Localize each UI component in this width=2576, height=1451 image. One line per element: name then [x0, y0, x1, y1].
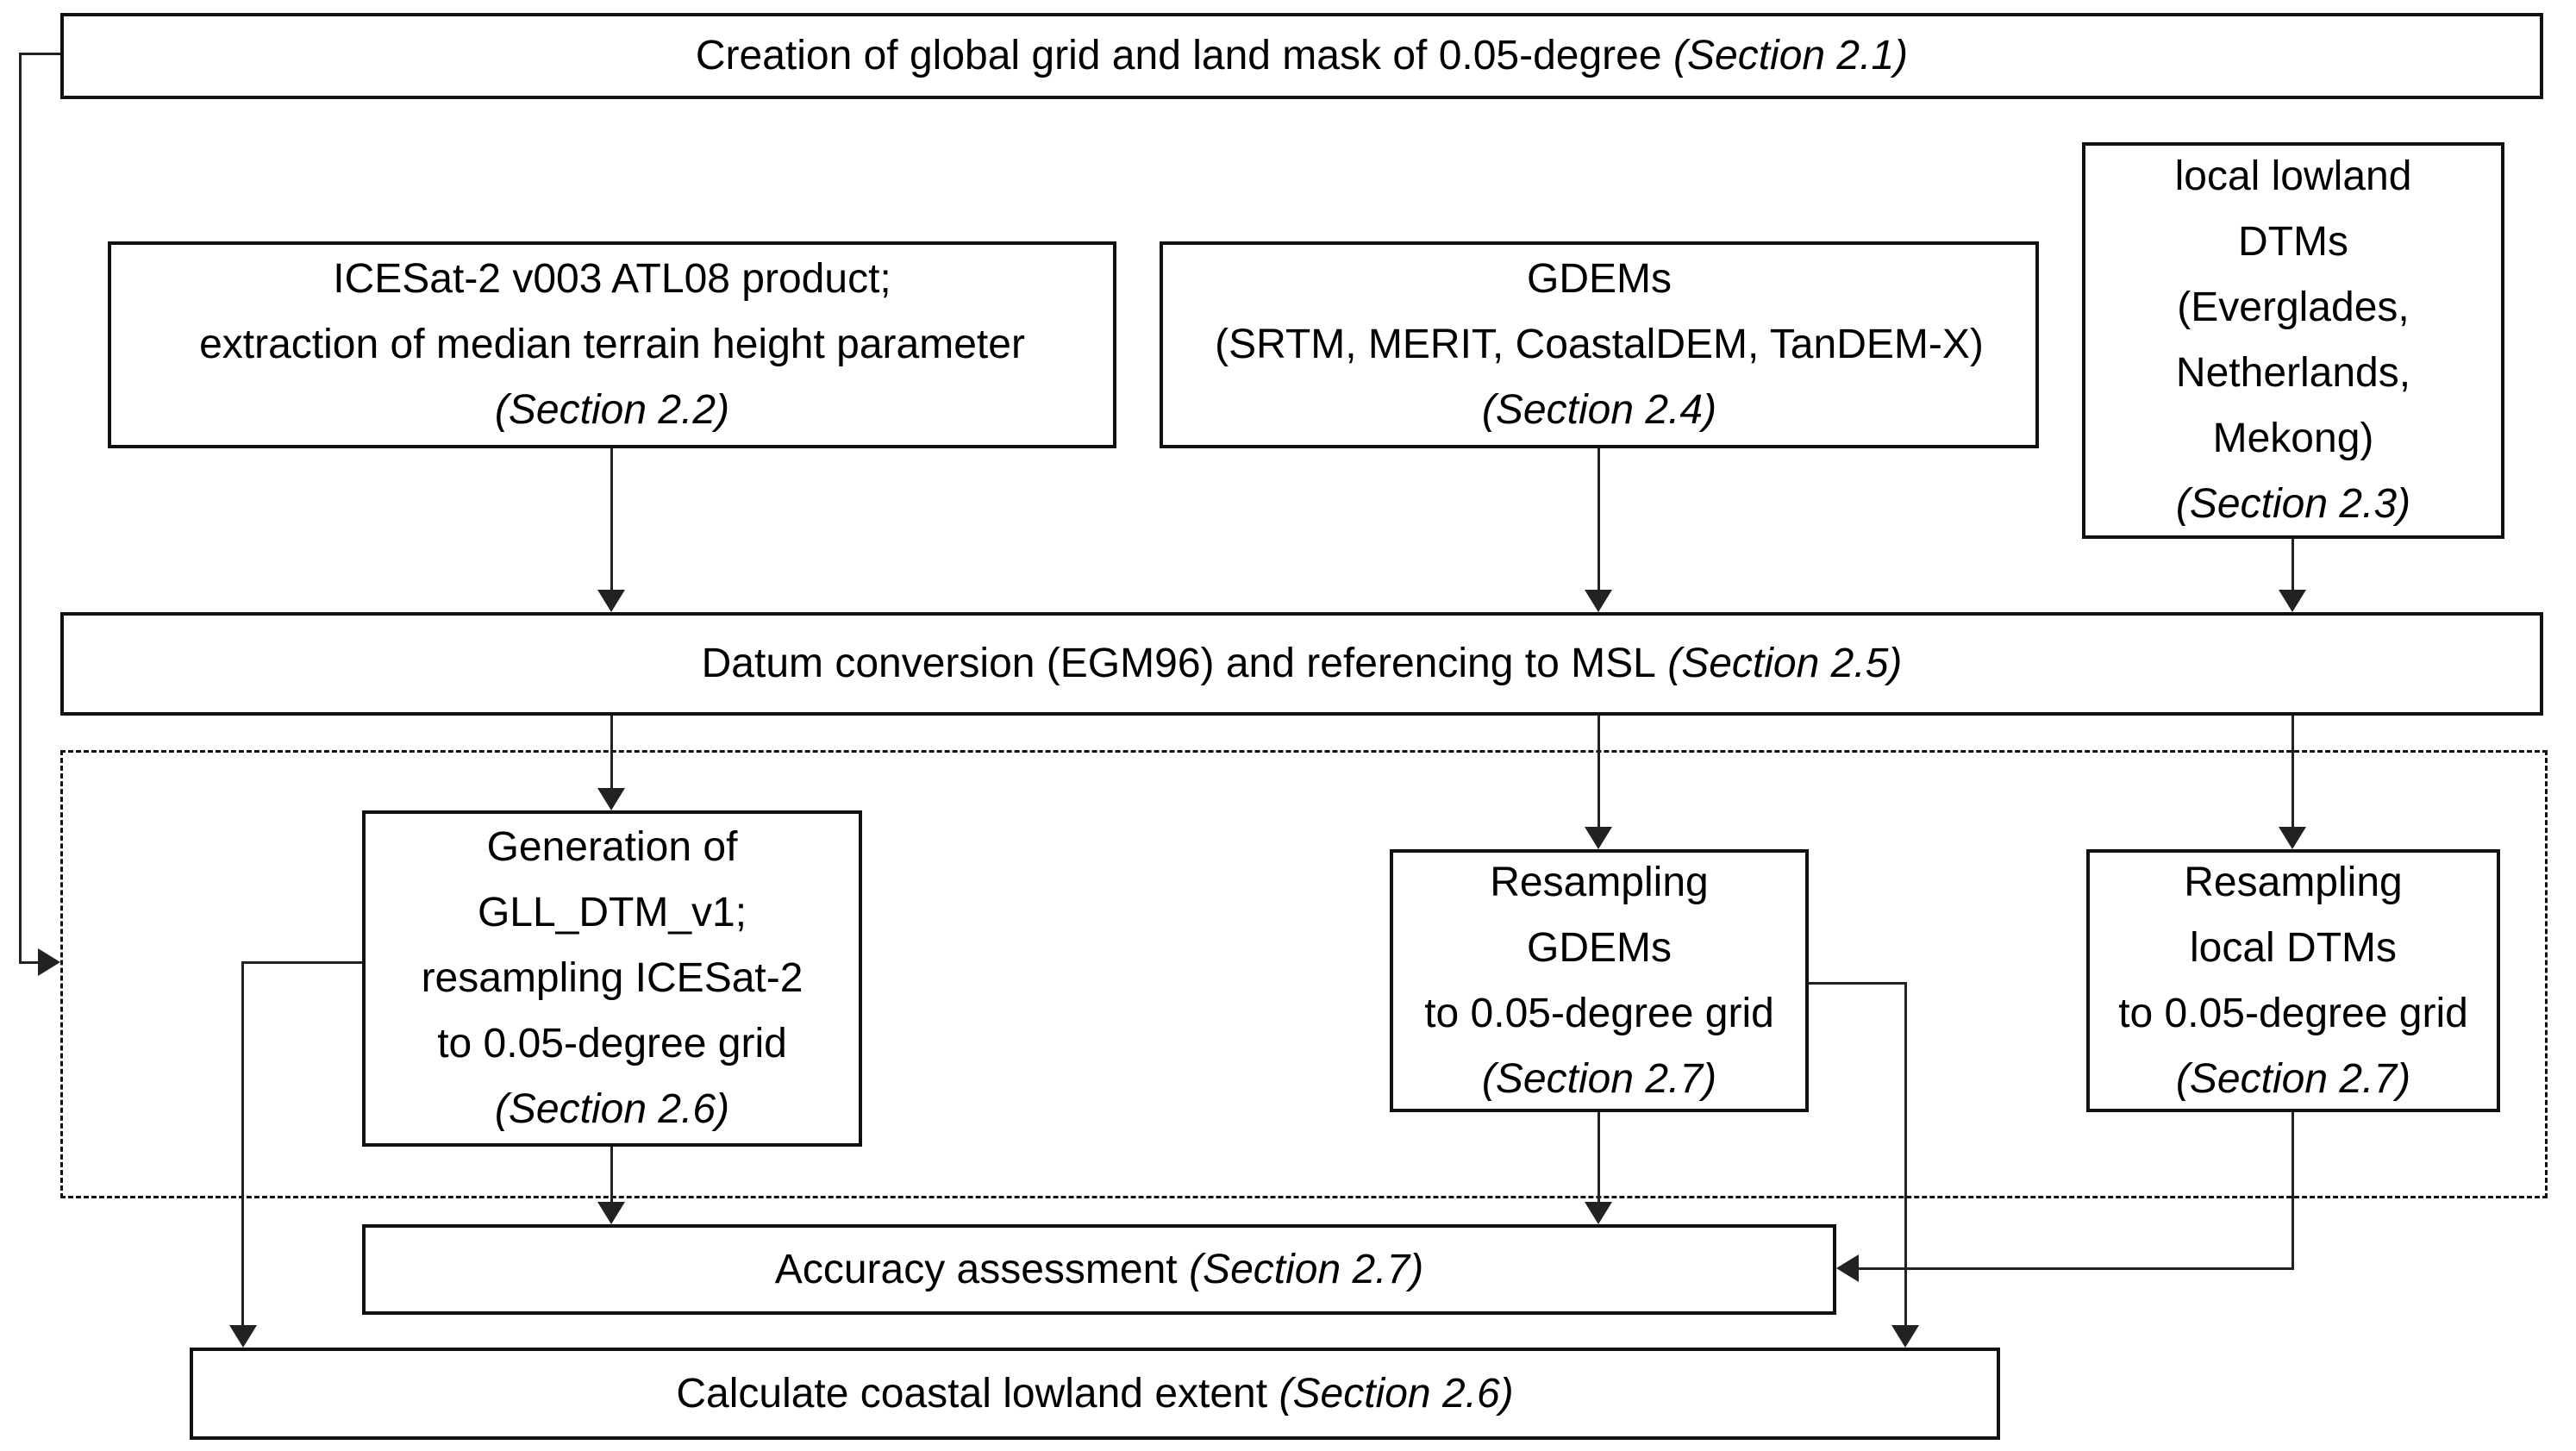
arrowhead-datum-to-generation — [597, 788, 625, 810]
box-text: Calculate coastal lowland extent(Section… — [676, 1361, 1513, 1427]
arrowhead-icesat-to-datum — [597, 590, 625, 612]
box-text-line: (Everglades, — [2177, 285, 2410, 330]
section-ref: (Section 2.4) — [1481, 387, 1717, 433]
connector-icesat-to-datum — [610, 448, 613, 590]
box-text-line: Generation of — [486, 824, 738, 870]
box-resampling-local-dtms: Resampling local DTMs to 0.05-degree gri… — [2086, 849, 2500, 1112]
connector-feedback-left-vertical — [19, 53, 22, 964]
arrowhead-resampling-local-to-accuracy — [1836, 1254, 1859, 1282]
connector-generation-to-accuracy — [610, 1147, 613, 1202]
box-text-line: to 0.05-degree grid — [1424, 990, 1774, 1036]
connector-generation-left-stub — [241, 961, 362, 964]
box-text-line: Netherlands, — [2175, 350, 2411, 396]
connector-resampling-gdems-to-accuracy — [1597, 1112, 1600, 1202]
box-text-line: resampling ICESat-2 — [421, 955, 803, 1001]
box-local-lowland-dtms: local lowland DTMs (Everglades, Netherla… — [2082, 142, 2504, 539]
section-ref: (Section 2.6) — [494, 1086, 730, 1132]
arrowhead-resampling-gdems-to-calculate — [1891, 1325, 1919, 1348]
box-creation-global-grid: Creation of global grid and land mask of… — [60, 13, 2543, 99]
connector-resampling-gdems-right-stub — [1809, 982, 1907, 985]
box-icesat-product: ICESat-2 v003 ATL08 product; extraction … — [108, 241, 1116, 448]
box-gdems: GDEMs (SRTM, MERIT, CoastalDEM, TanDEM-X… — [1160, 241, 2039, 448]
box-text-line: extraction of median terrain height para… — [199, 322, 1025, 367]
connector-resampling-gdems-to-calculate — [1904, 982, 1907, 1325]
box-text-line: DTMs — [2238, 219, 2348, 265]
box-text: Creation of global grid and land mask of… — [696, 23, 1908, 89]
arrowhead-gdems-to-datum — [1585, 590, 1612, 612]
box-text-line: local DTMs — [2189, 924, 2398, 971]
box-text: Accuracy assessment(Section 2.7) — [775, 1237, 1423, 1303]
arrowhead-datum-to-resampling-gdems — [1585, 827, 1612, 849]
connector-feedback-bottom-stub — [19, 961, 40, 964]
box-accuracy-assessment: Accuracy assessment(Section 2.7) — [362, 1224, 1836, 1315]
box-text: Datum conversion (EGM96) and referencing… — [702, 631, 1903, 697]
box-text-line: GDEMs — [1527, 256, 1672, 302]
box-resampling-gdems: Resampling GDEMs to 0.05-degree grid (Se… — [1390, 849, 1809, 1112]
section-ref: (Section 2.5) — [1667, 641, 1903, 686]
connector-datum-to-resampling-gdems — [1597, 716, 1600, 827]
box-text-main: Accuracy assessment — [774, 1246, 1178, 1292]
arrowhead-datum-to-resampling-local — [2279, 827, 2306, 849]
box-text-line: Resampling — [2184, 859, 2403, 905]
connector-generation-to-calculate — [241, 961, 244, 1325]
box-text-line: GDEMs — [1527, 924, 1672, 971]
section-ref: (Section 2.1) — [1673, 33, 1909, 78]
box-text-line: to 0.05-degree grid — [2118, 990, 2468, 1036]
section-ref: (Section 2.7) — [2175, 1055, 2411, 1102]
box-datum-conversion: Datum conversion (EGM96) and referencing… — [60, 612, 2543, 716]
section-ref: (Section 2.6) — [1279, 1370, 1514, 1417]
box-text-line: Resampling — [1490, 859, 1709, 905]
box-calculate-lowland-extent: Calculate coastal lowland extent(Section… — [190, 1348, 2000, 1440]
box-text-line: Mekong) — [2212, 416, 2374, 461]
arrowhead-localdtms-to-datum — [2279, 590, 2306, 612]
connector-datum-to-generation — [610, 716, 613, 788]
section-ref: (Section 2.3) — [2175, 481, 2411, 527]
connector-resampling-local-down — [2292, 1112, 2294, 1269]
box-text-main: Calculate coastal lowland extent — [676, 1370, 1268, 1417]
box-text-line: local lowland — [2174, 153, 2412, 199]
box-text-line: ICESat-2 v003 ATL08 product; — [333, 256, 891, 302]
connector-resampling-local-to-accuracy — [1859, 1267, 2294, 1270]
section-ref: (Section 2.7) — [1481, 1055, 1717, 1102]
dashed-group-frame — [60, 750, 2548, 1198]
box-text-line: GLL_DTM_v1; — [477, 890, 747, 935]
box-text-main: Creation of global grid and land mask of… — [695, 33, 1662, 78]
box-text-main: Datum conversion (EGM96) and referencing… — [701, 641, 1656, 686]
connector-datum-to-resampling-local — [2292, 716, 2294, 827]
section-ref: (Section 2.2) — [494, 387, 730, 433]
arrowhead-resampling-gdems-to-accuracy — [1585, 1202, 1612, 1224]
box-text-line: (SRTM, MERIT, CoastalDEM, TanDEM-X) — [1215, 322, 1984, 367]
arrowhead-generation-to-accuracy — [597, 1202, 625, 1224]
box-text-line: to 0.05-degree grid — [437, 1021, 787, 1066]
box-generation-gll-dtm: Generation of GLL_DTM_v1; resampling ICE… — [362, 810, 862, 1147]
section-ref: (Section 2.7) — [1189, 1246, 1424, 1292]
connector-feedback-top-stub — [19, 53, 60, 55]
connector-localdtms-to-datum — [2292, 539, 2294, 590]
connector-gdems-to-datum — [1597, 448, 1600, 590]
arrowhead-generation-to-calculate — [229, 1325, 257, 1348]
arrowhead-into-dashed-frame — [38, 948, 60, 976]
